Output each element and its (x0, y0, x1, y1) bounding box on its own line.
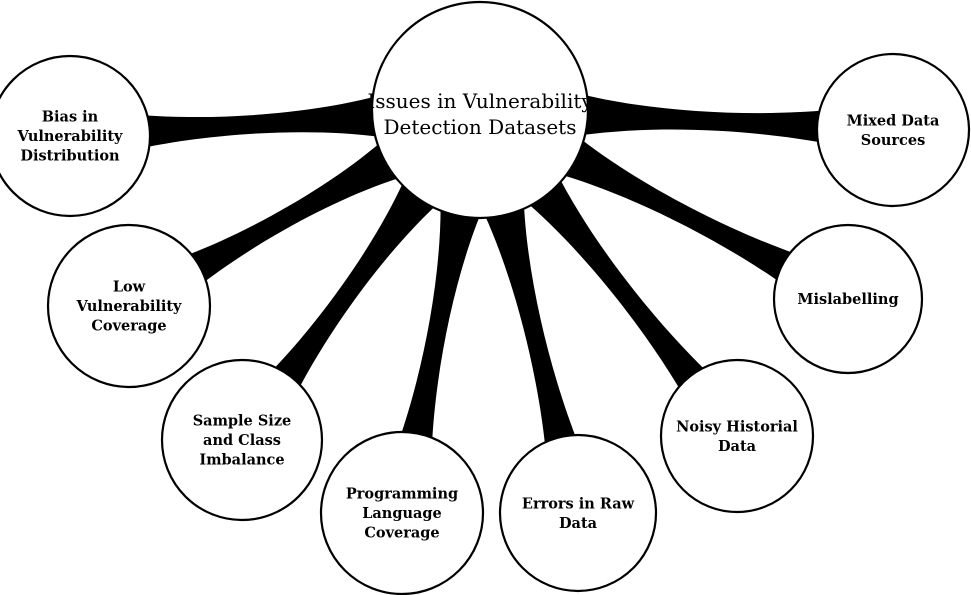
connector-low-coverage (181, 136, 409, 288)
issue-mislabelling-label: Mislabelling (797, 291, 898, 308)
issue-bias-label-line: Vulnerability (17, 128, 124, 145)
issue-language-label-line: Coverage (364, 524, 439, 541)
issue-bias-label-line: Distribution (20, 147, 120, 164)
issue-bubble-bias (0, 54, 152, 218)
issue-mislabelling-label-line: Mislabelling (797, 291, 898, 308)
issue-low-coverage-label-line: Coverage (91, 317, 166, 334)
connector-errors (480, 196, 579, 453)
issue-sample-size-label-line: Imbalance (199, 451, 284, 468)
issue-errors-label-line: Data (559, 514, 598, 531)
connector-noisy (520, 170, 711, 397)
connector-bias (136, 94, 388, 149)
issue-node-mislabelling: Mislabelling (772, 223, 924, 375)
center-label-line: Detection Datasets (384, 115, 577, 139)
issue-errors-label-line: Errors in Raw (522, 495, 635, 512)
issue-bubble-mixed (815, 52, 971, 208)
issue-bubble-mislabelling (772, 223, 924, 375)
connector-layer (136, 92, 830, 453)
issue-noisy-label-line: Noisy Historial (676, 418, 798, 435)
center-label-line: Issues in Vulnerability (367, 89, 593, 113)
center-bubble (370, 0, 590, 220)
connector-language (398, 198, 484, 449)
connector-sample-size (268, 173, 443, 395)
issue-bubble-noisy (659, 358, 815, 514)
issue-bubble-low-coverage (46, 223, 212, 389)
issue-low-coverage-label-line: Vulnerability (76, 298, 183, 315)
connector-mixed (572, 92, 830, 144)
issue-bias-label-line: Bias in (42, 108, 99, 125)
issue-bubble-sample-size (160, 358, 324, 522)
issue-mixed-label-line: Mixed Data (847, 112, 940, 129)
issue-sample-size-label-line: Sample Size (193, 412, 292, 429)
issue-noisy-label-line: Data (718, 437, 757, 454)
issue-sample-size-label-line: and Class (203, 432, 281, 449)
issue-bubble-language (319, 430, 485, 595)
issue-bubble-errors (498, 433, 658, 593)
issue-language-label-line: Programming (346, 485, 458, 502)
issue-low-coverage-label-line: Low (113, 278, 146, 295)
issue-mixed-label-line: Sources (861, 131, 926, 148)
issue-language-label-line: Language (362, 505, 442, 522)
connector-mislabelling (553, 133, 801, 286)
